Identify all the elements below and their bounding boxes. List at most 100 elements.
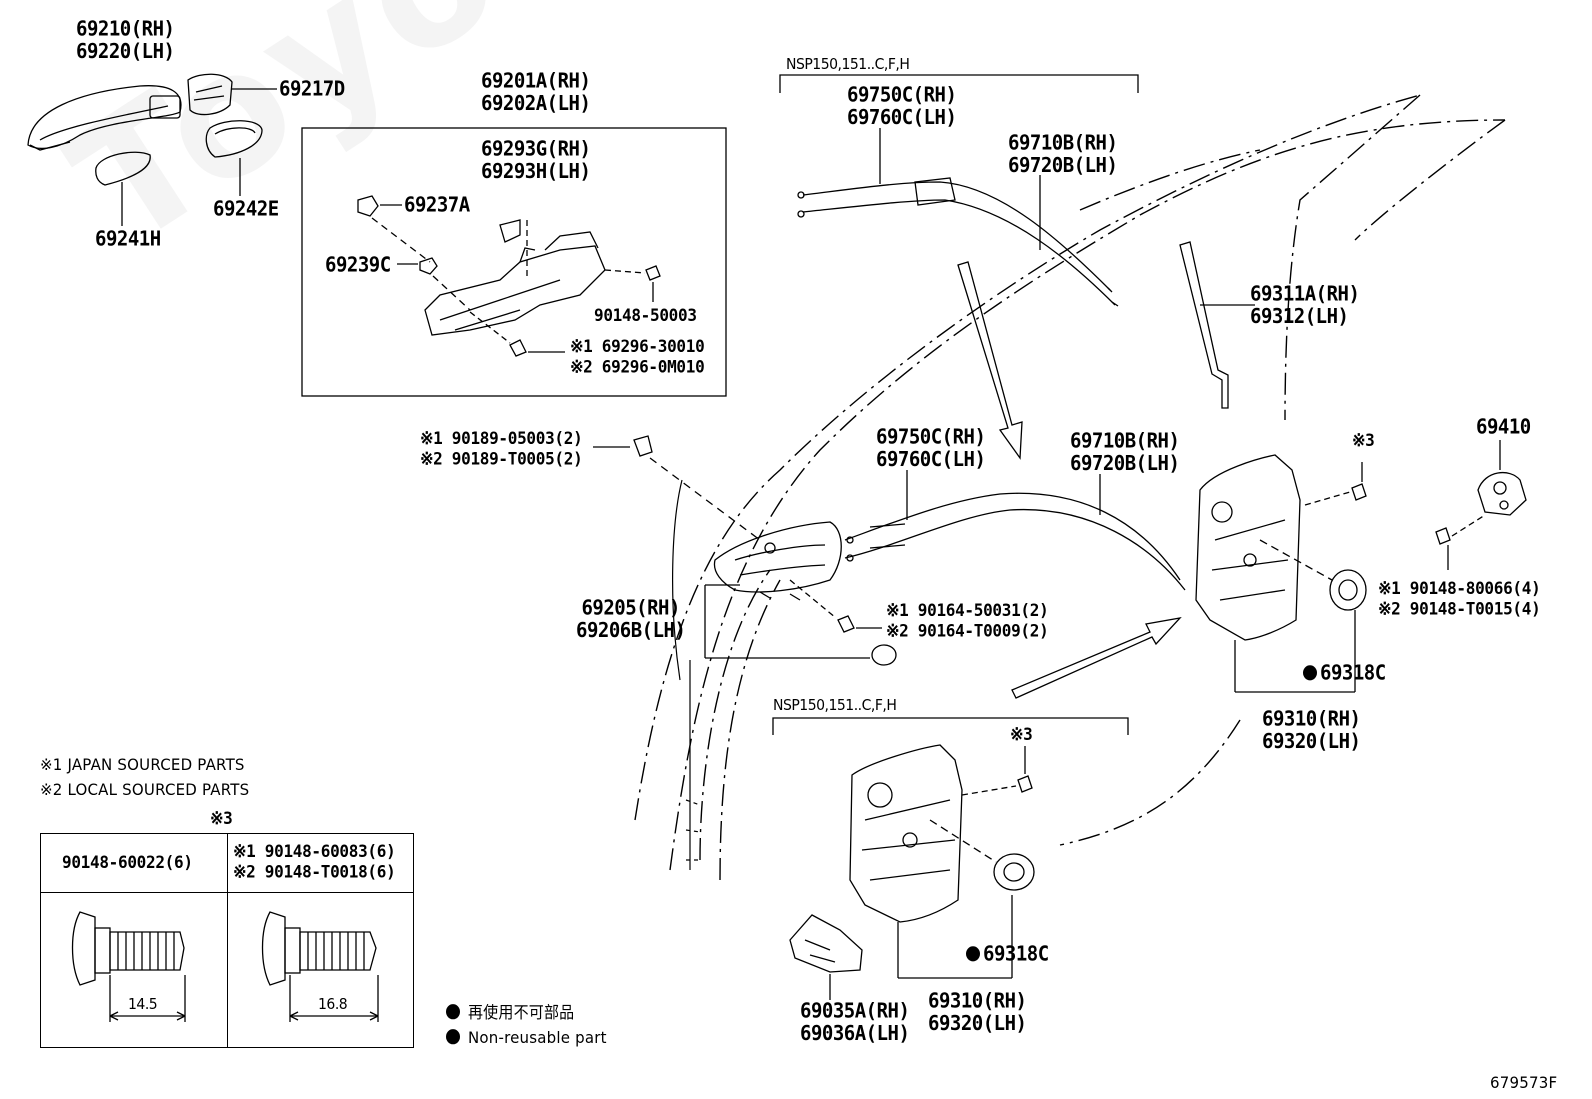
- table-left-part: 90148-60022(6): [62, 852, 193, 873]
- part-label-69296: ※1 69296-30010 ※2 69296-0M010: [570, 336, 705, 378]
- screw-bottom-drawing: [961, 746, 1033, 796]
- part-number-rh: 69710B(RH): [1008, 130, 1118, 155]
- outside-handle-drawing: [27, 85, 182, 151]
- part-number-lh: 69760C(LH): [847, 105, 957, 130]
- part-label-69239C: 69239C: [325, 252, 391, 277]
- part-number-rh: 69210(RH): [76, 16, 175, 41]
- part-label-69293G: 69293G(RH) 69293H(LH): [481, 136, 591, 184]
- table-divider-vertical: [227, 834, 228, 1047]
- bolt-right-drawing: [261, 911, 379, 1022]
- table-right-parts: ※1 90148-60083(6) ※2 90148-T0018(6): [233, 841, 396, 883]
- table-ref-mark-3: ※3: [210, 808, 233, 829]
- handle-frame-drawing: [424, 219, 606, 336]
- part-number-japan: ※1 90148-60083(6): [233, 841, 396, 862]
- handle-cap-drawing: [187, 73, 277, 116]
- rod-69311A-drawing: [1179, 241, 1255, 409]
- legend-text: Non-reusable part: [467, 1028, 607, 1048]
- handle-frame-box: [301, 127, 727, 397]
- mid-cables-drawing: [844, 470, 1186, 591]
- part-number-lh: 69720B(LH): [1008, 153, 1118, 178]
- nsp-label-top: NSP150,151..C,F,H: [786, 56, 910, 74]
- part-number-lh: 69320(LH): [928, 1011, 1027, 1036]
- cover-69035A-drawing: [789, 914, 863, 1000]
- part-number-local: ※2 90148-T0018(6): [233, 861, 396, 883]
- part-number-rh: 69710B(RH): [1070, 428, 1180, 453]
- table-divider-horizontal: [41, 892, 413, 893]
- part-label-69237A: 69237A: [404, 192, 470, 217]
- top-cables-drawing: [797, 128, 1119, 307]
- part-number-japan: ※1 90164-50031(2): [886, 600, 1049, 621]
- part-number: 69318C: [1320, 660, 1386, 685]
- part-label-69750C-top: 69750C(RH) 69760C(LH): [847, 82, 957, 130]
- door-lock-mid-drawing: [1195, 454, 1356, 693]
- seal-69318C-b-drawing: [929, 819, 1035, 891]
- non-reusable-dot-icon: [446, 1029, 460, 1045]
- pad-69241H-drawing: [95, 151, 151, 226]
- ref-mark-3-mid: ※3: [1352, 430, 1375, 451]
- arrow-down: [957, 261, 1023, 460]
- part-number-lh: 69312(LH): [1250, 304, 1349, 329]
- part-number-lh: 69760C(LH): [876, 447, 986, 472]
- door-lock-bottom-drawing: [849, 744, 1013, 979]
- arrow-up: [1011, 617, 1182, 699]
- part-label-69201A: 69201A(RH) 69202A(LH): [481, 68, 591, 116]
- clip-69237A-drawing: [357, 195, 431, 263]
- part-number-lh: 69220(LH): [76, 39, 175, 64]
- ref-mark-3-bottom: ※3: [1010, 724, 1033, 745]
- clip-69239C-drawing: [397, 257, 471, 311]
- part-number-rh: 69293G(RH): [481, 136, 591, 161]
- part-label-69310-b: 69310(RH) 69320(LH): [928, 988, 1027, 1036]
- non-reusable-dot-icon: [446, 1004, 460, 1020]
- part-number-lh: 69206B(LH): [576, 618, 686, 643]
- part-number-rh: 69201A(RH): [481, 68, 591, 93]
- part-label-69241H: 69241H: [95, 226, 161, 251]
- note-local-sourced: ※2 LOCAL SOURCED PARTS: [40, 780, 250, 800]
- part-number-local: ※2 69296-0M010: [570, 356, 705, 378]
- legend-text: 再使用不可部品: [467, 1003, 575, 1023]
- part-number-rh: 69311A(RH): [1250, 281, 1360, 306]
- nsp-top-bracket: [779, 74, 1139, 93]
- part-number-japan: ※1 90189-05003(2): [420, 428, 583, 449]
- part-label-90164: ※1 90164-50031(2) ※2 90164-T0009(2): [886, 600, 1049, 642]
- part-label-90148-50003: 90148-50003: [594, 305, 697, 326]
- part-number-local: ※2 90164-T0009(2): [886, 620, 1049, 642]
- bolt-left-drawing: [71, 911, 186, 1022]
- part-number-rh: 69035A(RH): [800, 998, 910, 1023]
- part-number-rh: 69750C(RH): [876, 424, 986, 449]
- part-label-69210: 69210(RH) 69220(LH): [76, 16, 175, 64]
- part-label-69035A: 69035A(RH) 69036A(LH): [800, 998, 910, 1046]
- drawing-number: 679573F: [1490, 1073, 1558, 1093]
- part-number-lh: 69293H(LH): [481, 159, 591, 184]
- non-reusable-dot-icon: [1303, 665, 1317, 681]
- seal-69318C-a-drawing: [1259, 539, 1367, 611]
- door-pillar: [672, 479, 701, 870]
- nsp-bottom-bracket: [772, 717, 1129, 735]
- table-right-dimension: 16.8: [318, 996, 348, 1014]
- part-label-90189: ※1 90189-05003(2) ※2 90189-T0005(2): [420, 428, 583, 469]
- striker-69410-drawing: [1435, 440, 1527, 570]
- part-number-rh: 69205(RH): [581, 595, 680, 620]
- part-number-local: ※2 90148-T0015(4): [1378, 598, 1541, 620]
- part-label-90148-80066: ※1 90148-80066(4) ※2 90148-T0015(4): [1378, 578, 1541, 620]
- part-number-lh: 69202A(LH): [481, 91, 591, 116]
- part-label-69311A: 69311A(RH) 69312(LH): [1250, 281, 1360, 329]
- part-number-rh: 69750C(RH): [847, 82, 957, 107]
- table-left-dimension: 14.5: [128, 996, 158, 1014]
- nsp-label-bottom: NSP150,151..C,F,H: [773, 697, 897, 715]
- non-reusable-dot-icon: [966, 946, 980, 962]
- bolt-spec-table: [40, 833, 414, 1048]
- part-number-lh: 69036A(LH): [800, 1021, 910, 1046]
- part-number-rh: 69310(RH): [1262, 706, 1361, 731]
- part-number: 69318C: [983, 941, 1049, 966]
- screw-69296-drawing: [469, 311, 565, 357]
- part-number-lh: 69320(LH): [1262, 729, 1361, 754]
- part-label-69710B-top: 69710B(RH) 69720B(LH): [1008, 130, 1118, 178]
- part-label-69205: 69205(RH) 69206B(LH): [576, 595, 686, 643]
- screw-90164-drawing: [789, 579, 897, 666]
- door-outline: [634, 94, 1506, 881]
- part-number-japan: ※1 90148-80066(4): [1378, 578, 1541, 599]
- part-label-69710B-mid: 69710B(RH) 69720B(LH): [1070, 428, 1180, 475]
- part-number-rh: 69310(RH): [928, 988, 1027, 1013]
- part-label-69217D: 69217D: [279, 76, 345, 101]
